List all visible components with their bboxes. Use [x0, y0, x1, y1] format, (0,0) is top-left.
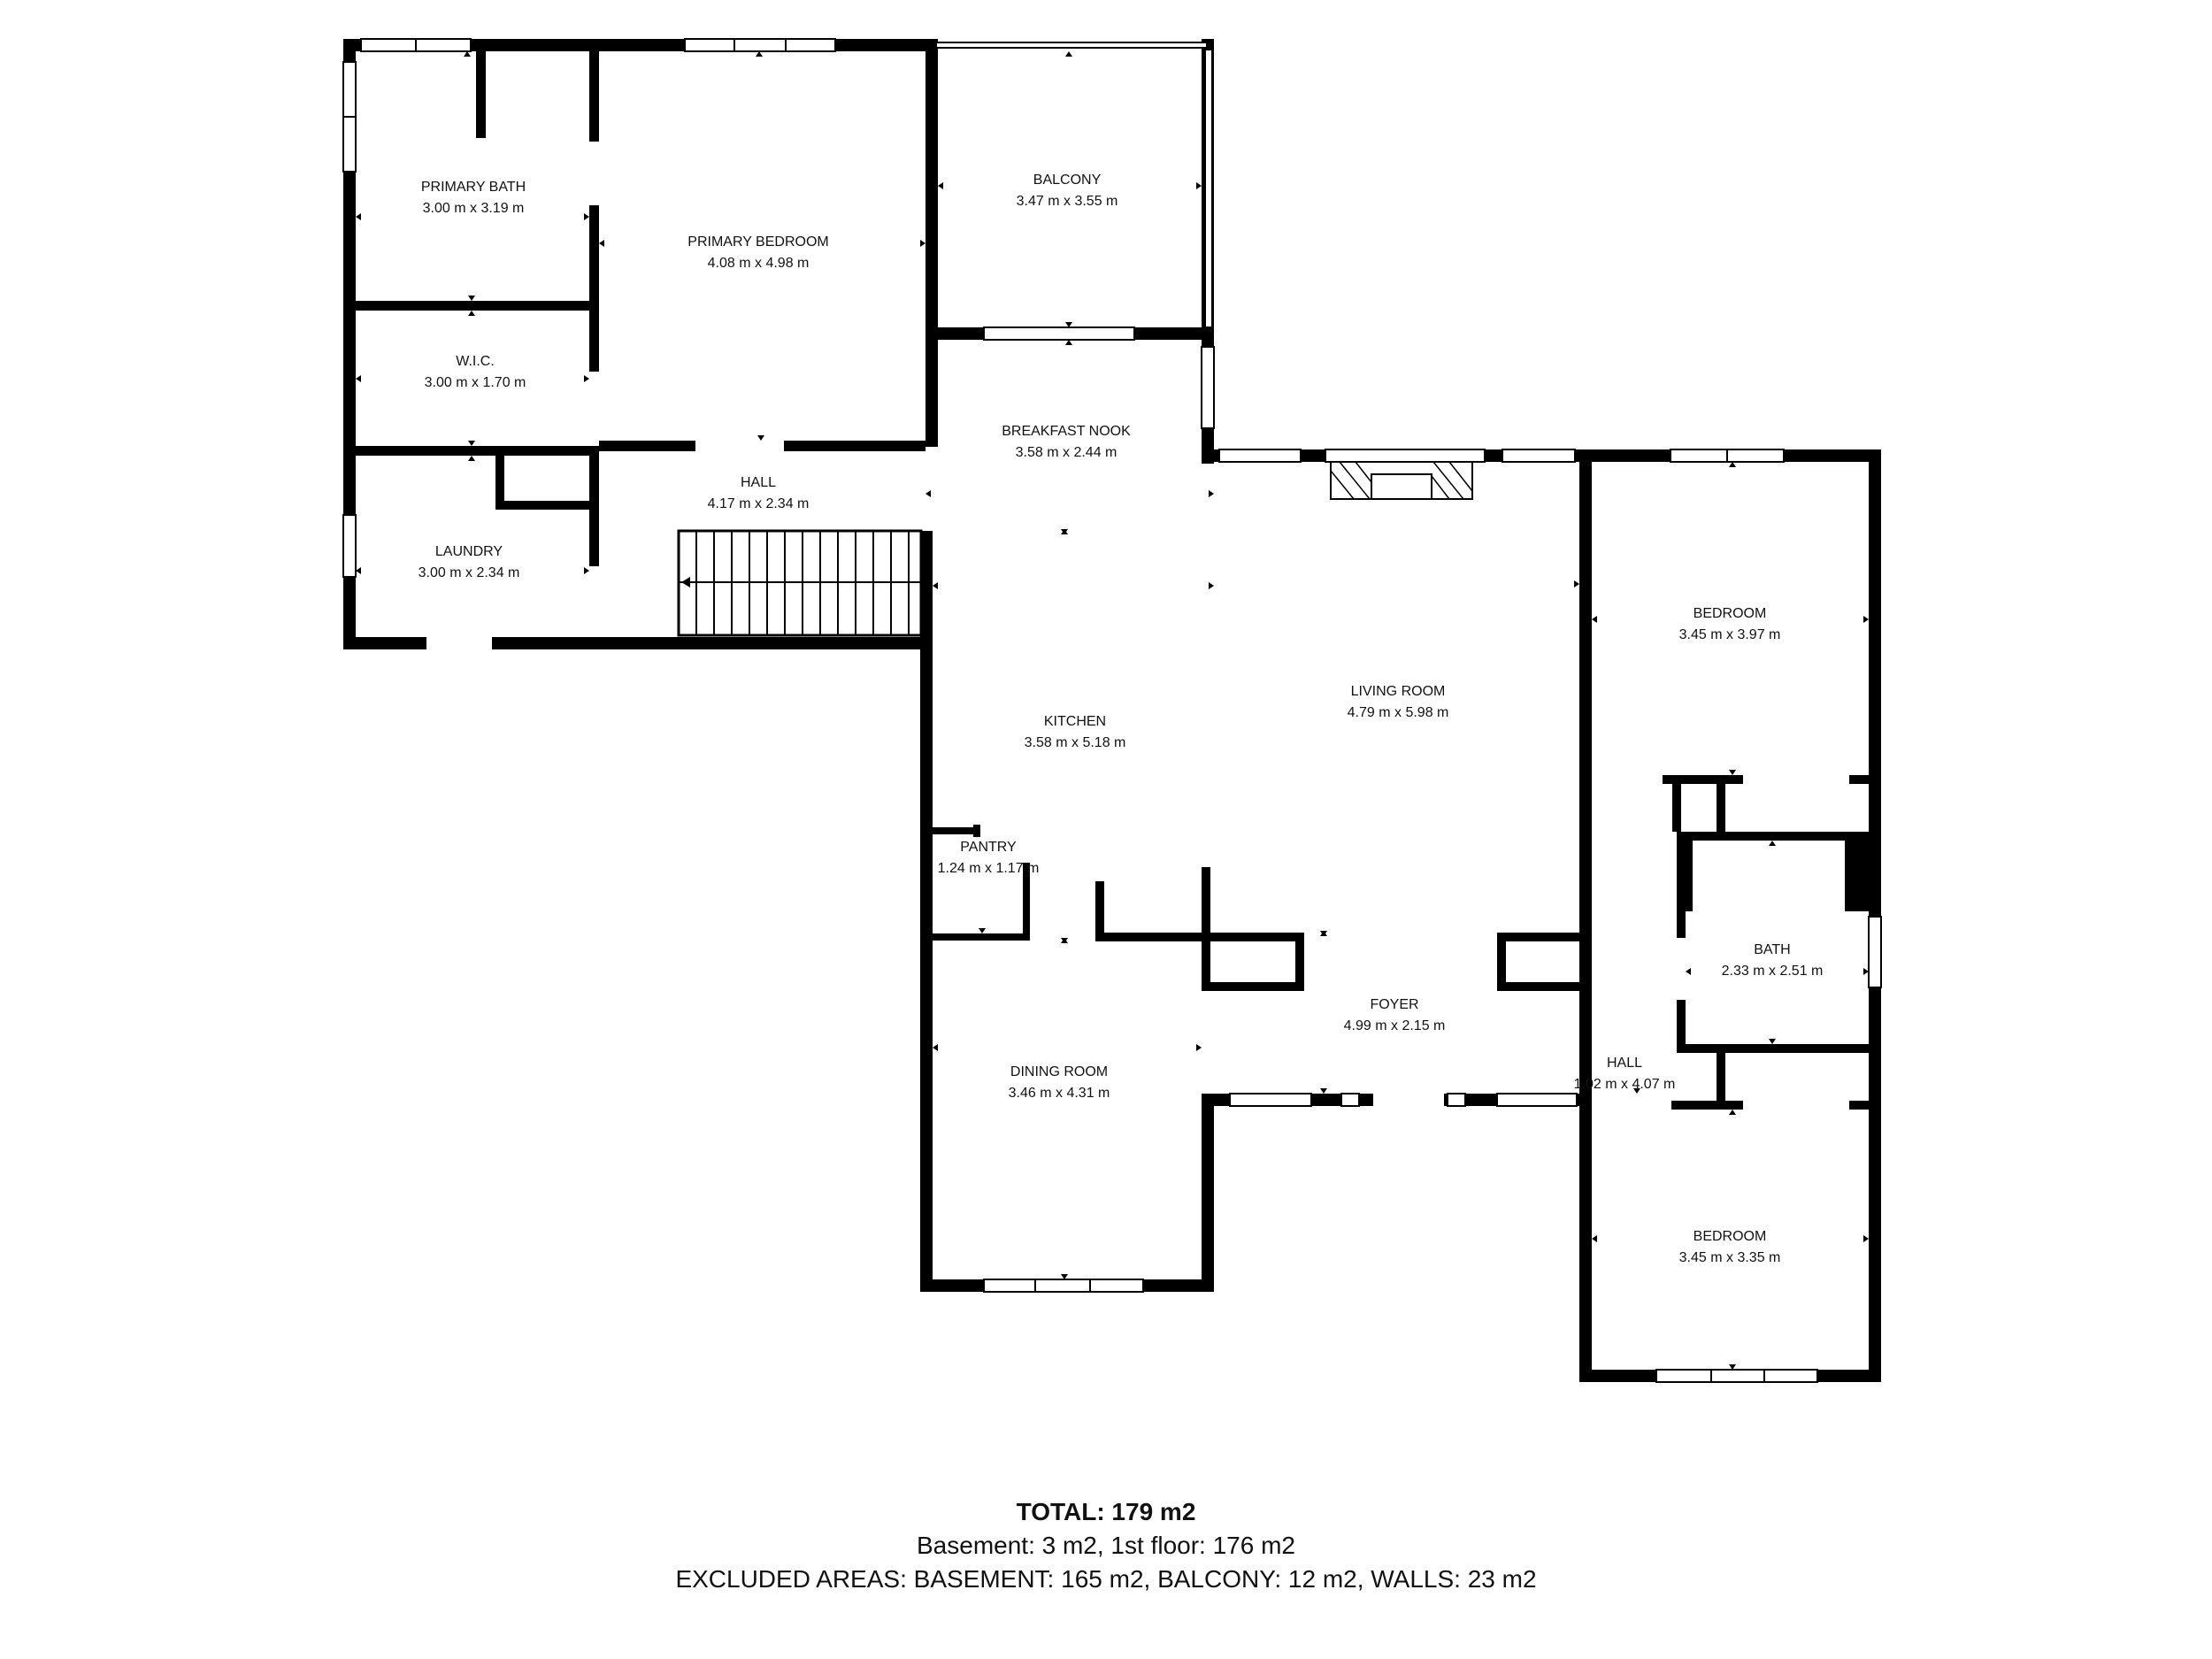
fireplace [1330, 461, 1473, 500]
room-breakfast-nook-dims: 3.58 m x 2.44 m [1016, 445, 1118, 460]
walls [343, 39, 1881, 1382]
room-primary-bath-name: PRIMARY BATH [421, 180, 526, 195]
area-summary: TOTAL: 179 m2 Basement: 3 m2, 1st floor:… [0, 1495, 2212, 1596]
room-foyer-name: FOYER [1370, 997, 1418, 1012]
room-living-room-name: LIVING ROOM [1351, 684, 1446, 699]
room-hall-upper-dims: 4.17 m x 2.34 m [708, 496, 810, 511]
room-dining-room-name: DINING ROOM [1010, 1064, 1108, 1079]
room-pantry-name: PANTRY [960, 840, 1017, 855]
staircase [677, 529, 923, 637]
room-hall-lower-dims: 1.02 m x 4.07 m [1574, 1077, 1676, 1092]
windows [342, 38, 1882, 1383]
doorways [426, 142, 1849, 1110]
room-kitchen-name: KITCHEN [1044, 714, 1106, 729]
room-laundry-dims: 3.00 m x 2.34 m [419, 565, 520, 580]
room-living-room-dims: 4.79 m x 5.98 m [1348, 705, 1449, 720]
room-breakfast-nook-name: BREAKFAST NOOK [1002, 424, 1131, 439]
room-foyer-dims: 4.99 m x 2.15 m [1344, 1018, 1446, 1033]
room-wic-dims: 3.00 m x 1.70 m [425, 375, 526, 390]
room-labels: PRIMARY BATH 3.00 m x 3.19 m PRIMARY BED… [419, 173, 1824, 1265]
room-bedroom-2-name: BEDROOM [1694, 1229, 1767, 1244]
room-bedroom-2-dims: 3.45 m x 3.35 m [1679, 1250, 1781, 1265]
room-balcony-dims: 3.47 m x 3.55 m [1017, 194, 1118, 209]
room-kitchen-dims: 3.58 m x 5.18 m [1025, 735, 1126, 750]
room-bath-dims: 2.33 m x 2.51 m [1722, 964, 1824, 979]
total-area: TOTAL: 179 m2 [1016, 1498, 1196, 1525]
floor-areas: Basement: 3 m2, 1st floor: 176 m2 [917, 1532, 1295, 1559]
room-laundry-name: LAUNDRY [435, 544, 503, 559]
dimension-markers [356, 51, 1869, 1370]
excluded-areas: EXCLUDED AREAS: BASEMENT: 165 m2, BALCON… [675, 1565, 1537, 1593]
room-pantry-dims: 1.24 m x 1.17 m [938, 861, 1040, 876]
room-wic-name: W.I.C. [456, 354, 495, 369]
room-bedroom-1-dims: 3.45 m x 3.97 m [1679, 627, 1781, 642]
room-hall-upper-name: HALL [741, 475, 776, 490]
room-balcony-name: BALCONY [1033, 173, 1102, 188]
room-primary-bedroom-dims: 4.08 m x 4.98 m [708, 256, 810, 271]
room-hall-lower-name: HALL [1607, 1056, 1642, 1071]
room-bath-name: BATH [1754, 942, 1790, 957]
room-bedroom-1-name: BEDROOM [1694, 606, 1767, 621]
room-dining-room-dims: 3.46 m x 4.31 m [1009, 1086, 1110, 1101]
room-primary-bedroom-name: PRIMARY BEDROOM [687, 234, 828, 250]
room-primary-bath-dims: 3.00 m x 3.19 m [423, 201, 525, 216]
